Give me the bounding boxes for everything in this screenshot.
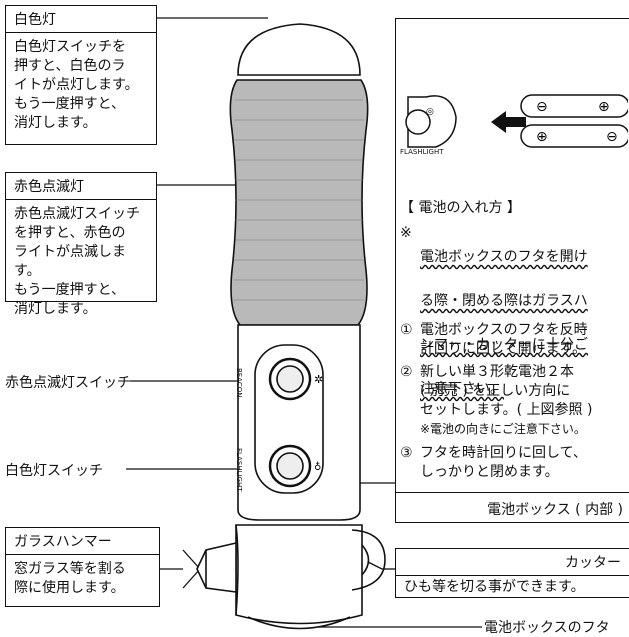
- arrow-icon: [491, 111, 526, 133]
- battery-cover: [235, 524, 363, 625]
- caution-line-1: 電池ボックスのフタを開け: [420, 249, 588, 265]
- red-flash-desc: 赤色点滅灯スイッチ を押すと、赤色の ライトが点滅します。 もう一度押すと、 消…: [14, 206, 140, 317]
- white-light-desc: 白色灯スイッチを 押すと、白色のラ イトが点灯します。 もう一度押すと、 消灯し…: [14, 39, 139, 131]
- minus-icon-2: ⊖: [606, 129, 618, 145]
- white-switch-label: 白色灯スイッチ: [5, 463, 103, 479]
- battery-cover-label: 電池ボックスのフタ: [484, 620, 610, 636]
- white-light-title: 白色灯: [6, 6, 156, 33]
- step2-num: ②: [400, 364, 413, 380]
- white-light-box: 白色灯 白色灯スイッチを 押すと、白色のラ イトが点灯します。 もう一度押すと、…: [5, 5, 157, 145]
- plus-icon-2: ⊕: [536, 129, 548, 145]
- bulb-icon: ♁: [314, 461, 321, 473]
- battery-illustration: ◎ ⊖ ⊕ ⊕ ⊖: [405, 94, 628, 148]
- caution-line-2: る際・閉める際はガラスハ: [420, 293, 588, 309]
- plus-icon: ⊕: [598, 99, 610, 115]
- step2-note: ※電池の向きにご注意下さい。: [420, 422, 586, 436]
- cutter-desc: ひも等を切る事ができます。: [404, 579, 585, 595]
- cutter-hook: [351, 529, 386, 591]
- beacon-label: BEACON: [235, 368, 243, 398]
- star-icon: ✲: [314, 373, 323, 386]
- caution-text: 電池ボックスのフタを開け る際・閉める際はガラスハ ンマー・カッターに十分ご 注…: [420, 224, 588, 422]
- bulb-small-icon: ◎: [426, 107, 434, 117]
- caution-line-3: ンマー・カッターに十分ご: [420, 337, 588, 353]
- battery-heading: 【 電池の入れ方 】: [400, 200, 521, 216]
- battery-panel: ◎ ⊖ ⊕ ⊕ ⊖ FLASHLIGHT 【 電池の入れ方 】 ※ 電池ボックス…: [395, 18, 629, 523]
- battery-1: [520, 94, 628, 118]
- step1-num: ①: [400, 322, 413, 338]
- caution-mark: ※: [400, 225, 412, 241]
- caution-line-4: 注意下さい。: [420, 381, 504, 397]
- leader-lines: [126, 17, 482, 628]
- cutter-title: カッター: [396, 549, 629, 576]
- minus-icon: ⊖: [536, 99, 548, 115]
- step1-text: 電池ボックスのフタを反時 計回りに回して開けます。: [420, 322, 588, 357]
- top-cap: [237, 23, 361, 76]
- red-flash-title: 赤色点滅灯: [6, 173, 156, 200]
- step2-text: 新しい単３形乾電池２本 ( 別売 ) を正しい方向に セットします。( 上図参照…: [420, 364, 593, 418]
- cutter-box: カッター ひも等を切る事ができます。: [395, 548, 629, 598]
- step3-text: フタを時計回りに回して、 しっかりと閉めます。: [420, 445, 587, 480]
- flashlight-small-label: FLASHLIGHT: [400, 148, 444, 156]
- battery-box-inner-label: 電池ボックス ( 内部 ): [487, 502, 623, 518]
- hammer-box: ガラスハンマー 窓ガラス等を割る 際に使用します。: [5, 527, 160, 607]
- hammer-title: ガラスハンマー: [6, 528, 159, 555]
- step3-num: ③: [400, 445, 413, 461]
- glass-hammer: [196, 541, 237, 593]
- battery-2: [520, 124, 628, 148]
- red-flash-box: 赤色点滅灯 赤色点滅灯スイッチ を押すと、赤色の ライトが点滅します。 もう一度…: [5, 172, 157, 317]
- battery-panel-footer: [396, 492, 629, 523]
- grip-body: [229, 79, 369, 326]
- red-switch-label: 赤色点滅灯スイッチ: [5, 375, 131, 391]
- hammer-desc: 窓ガラス等を割る 際に使用します。: [14, 561, 126, 596]
- flashlight-label: FLASHLIGHT: [235, 448, 243, 492]
